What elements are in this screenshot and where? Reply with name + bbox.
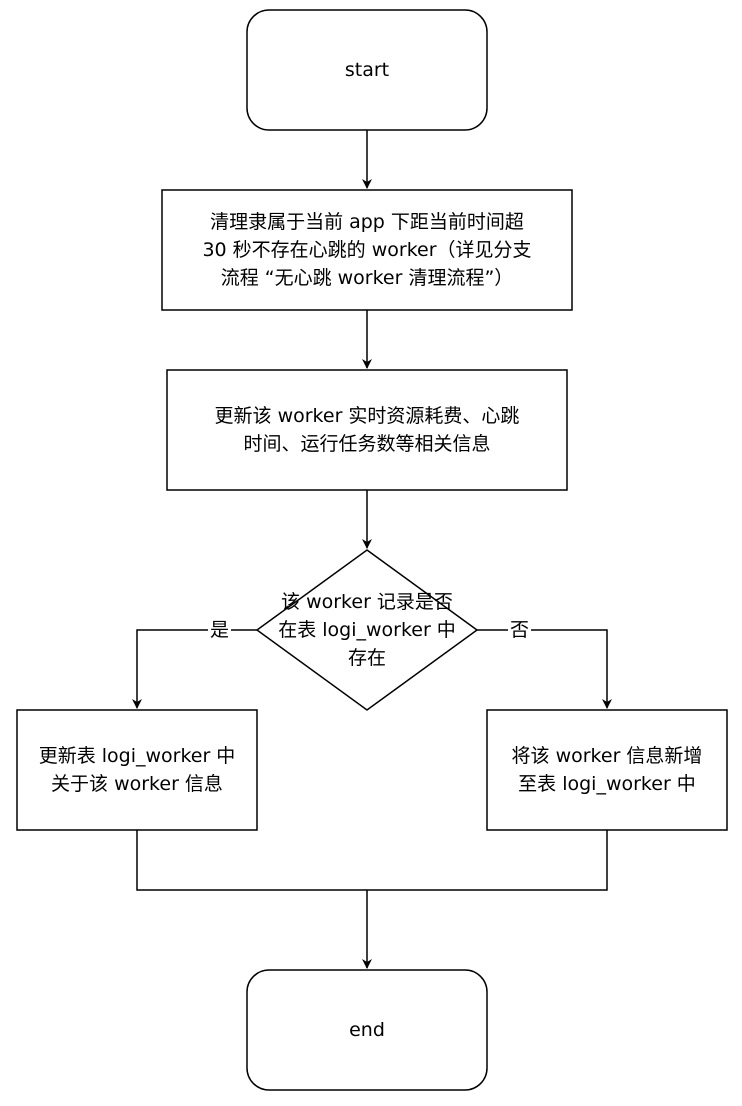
start-node-label: start xyxy=(344,59,390,81)
decision-node-label: 该 worker 记录是否 在表 logi_worker 中 存在 xyxy=(278,591,456,669)
update-info-process-shape xyxy=(166,369,568,491)
decision-node: 该 worker 记录是否 在表 logi_worker 中 存在 xyxy=(237,580,497,680)
yes-edge-label: 是 xyxy=(208,618,232,642)
update-table-node: 更新表 logi_worker 中 关于该 worker 信息 xyxy=(17,710,257,830)
update-info-node: 更新该 worker 实时资源耗费、心跳 时间、运行任务数等相关信息 xyxy=(167,370,567,490)
update-table-node-label: 更新表 logi_worker 中 关于该 worker 信息 xyxy=(38,745,236,795)
cleanup-node: 清理隶属于当前 app 下距当前时间超 30 秒不存在心跳的 worker（详见… xyxy=(162,190,572,310)
update-table-process-shape xyxy=(16,709,258,831)
end-terminal-shape xyxy=(246,969,488,1091)
cleanup-process-shape xyxy=(161,189,573,311)
no-edge-label: 否 xyxy=(508,618,532,642)
end-node-label: end xyxy=(349,1019,385,1041)
end-node: end xyxy=(247,970,487,1090)
cleanup-node-label: 清理隶属于当前 app 下距当前时间超 30 秒不存在心跳的 worker（详见… xyxy=(202,211,532,289)
insert-table-node: 将该 worker 信息新增 至表 logi_worker 中 xyxy=(487,710,727,830)
start-node: start xyxy=(247,10,487,130)
decision-diamond-shape xyxy=(255,549,479,711)
edge-update-table-merge xyxy=(136,830,608,891)
insert-table-node-label: 将该 worker 信息新增 至表 logi_worker 中 xyxy=(511,745,703,795)
update-info-node-label: 更新该 worker 实时资源耗费、心跳 时间、运行任务数等相关信息 xyxy=(214,405,520,455)
